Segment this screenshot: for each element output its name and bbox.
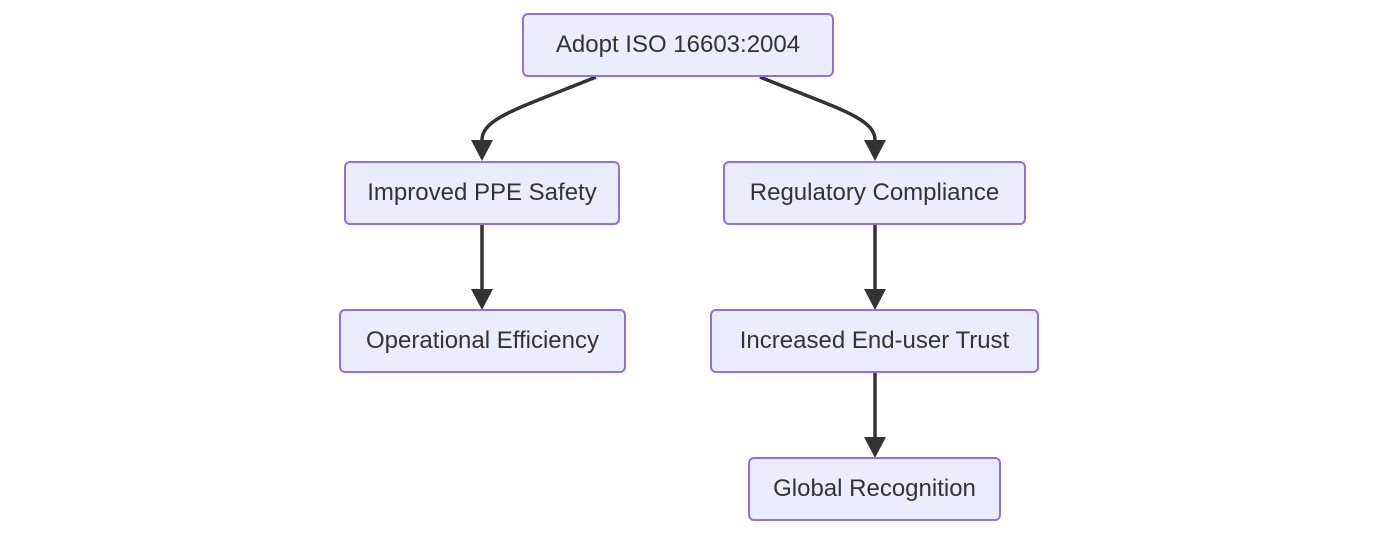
- node-adopt-iso: Adopt ISO 16603:2004: [522, 13, 834, 77]
- edge-adopt-to-compliance: [759, 75, 877, 141]
- arrowhead-recognition: [864, 437, 886, 458]
- node-global-recognition: Global Recognition: [748, 457, 1001, 521]
- arrowhead-trust: [864, 289, 886, 310]
- node-increased-end-user-trust: Increased End-user Trust: [710, 309, 1039, 373]
- arrowhead-efficiency: [471, 289, 493, 310]
- arrowhead-ppe-safety: [471, 140, 493, 161]
- node-regulatory-compliance: Regulatory Compliance: [723, 161, 1026, 225]
- edge-adopt-to-ppe-safety: [480, 75, 597, 141]
- arrowhead-compliance: [864, 140, 886, 161]
- node-operational-efficiency: Operational Efficiency: [339, 309, 626, 373]
- node-improved-ppe-safety: Improved PPE Safety: [344, 161, 620, 225]
